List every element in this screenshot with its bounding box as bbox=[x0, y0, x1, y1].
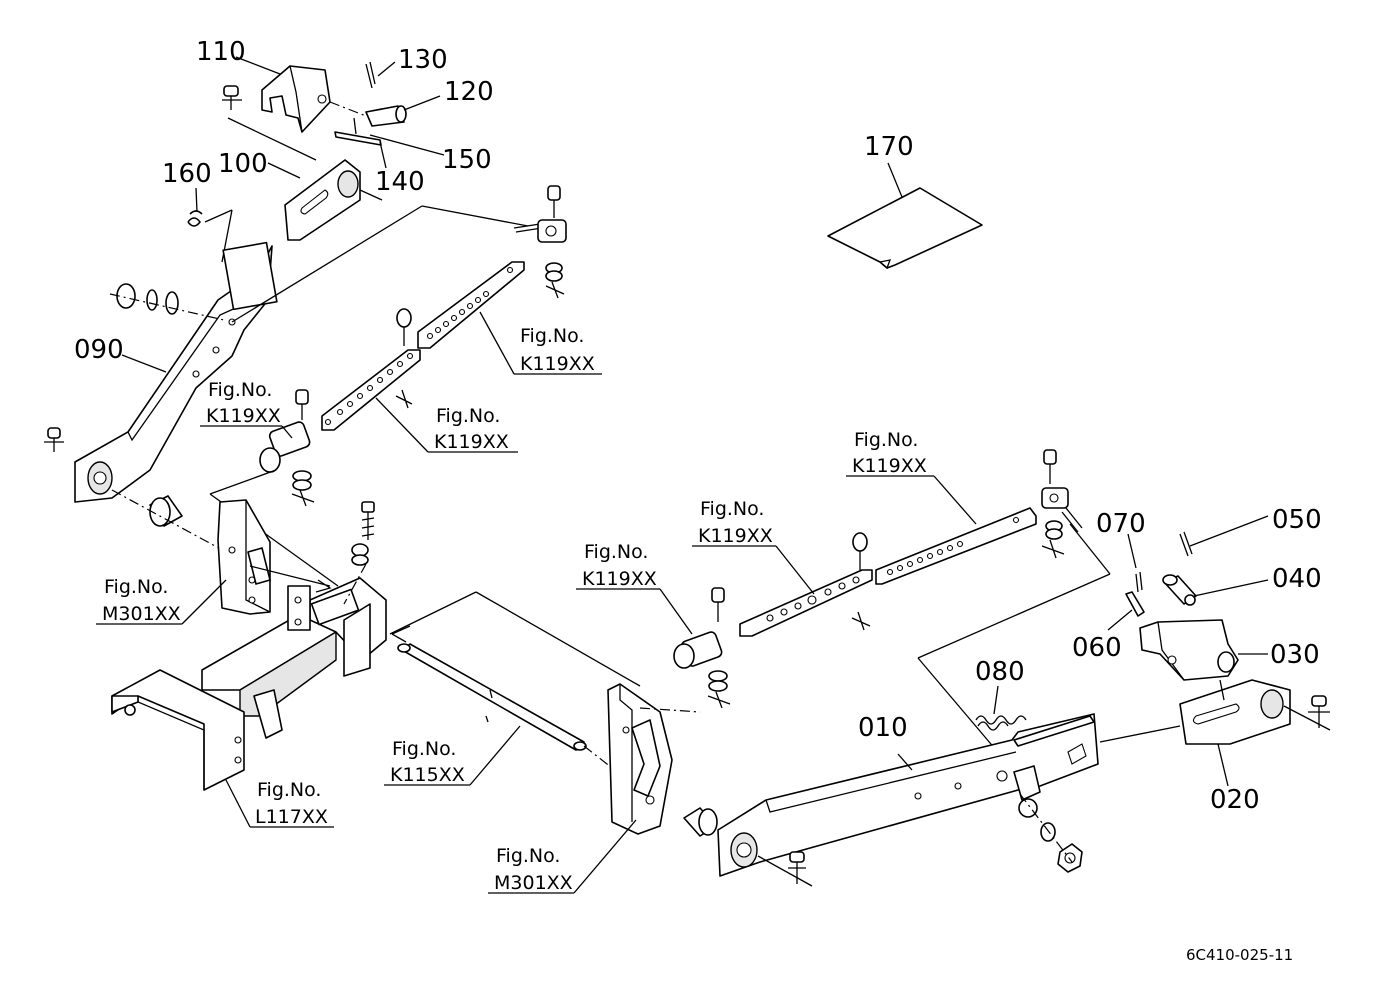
svg-text:Fig.No.: Fig.No. bbox=[104, 576, 168, 598]
frame-bracket-left bbox=[217, 499, 271, 615]
label-070: 070 bbox=[1096, 509, 1146, 539]
label-040: 040 bbox=[1272, 564, 1322, 594]
label-150: 150 bbox=[442, 145, 492, 175]
label-030: 030 bbox=[1270, 640, 1320, 670]
figref-k115: Fig.No. K115XX bbox=[384, 725, 521, 786]
figref-m301-b: Fig.No. M301XX bbox=[488, 819, 637, 894]
svg-text:K119XX: K119XX bbox=[852, 455, 927, 477]
part-120-pin bbox=[329, 95, 441, 127]
part-140-150-pins bbox=[334, 117, 445, 169]
svg-text:M301XX: M301XX bbox=[494, 872, 573, 894]
svg-text:K119XX: K119XX bbox=[698, 525, 773, 547]
hitch-pin-bottom bbox=[757, 851, 813, 887]
hitch-pin-left bbox=[44, 427, 64, 452]
part-090-lift-arm bbox=[74, 241, 278, 503]
part-100-link-block bbox=[267, 159, 383, 241]
part-080-spring bbox=[975, 685, 1027, 731]
label-060: 060 bbox=[1072, 633, 1122, 663]
label-160: 160 bbox=[162, 159, 212, 189]
collar-right bbox=[683, 807, 718, 837]
figref-k119-d: Fig.No. K119XX bbox=[846, 429, 977, 525]
label-110: 110 bbox=[196, 37, 246, 67]
label-170: 170 bbox=[864, 132, 914, 162]
svg-text:Fig.No.: Fig.No. bbox=[520, 325, 584, 347]
svg-text:K119XX: K119XX bbox=[520, 353, 595, 375]
hitch-pin-right bbox=[1283, 695, 1331, 731]
label-010: 010 bbox=[858, 713, 908, 743]
part-060-070-pins bbox=[1107, 533, 1145, 631]
figref-m301-a: Fig.No. M301XX bbox=[96, 576, 227, 625]
part-020-link-block bbox=[1179, 679, 1291, 787]
label-130: 130 bbox=[398, 45, 448, 75]
frame-bracket-right bbox=[607, 683, 701, 835]
label-020: 020 bbox=[1210, 785, 1260, 815]
svg-text:L117XX: L117XX bbox=[255, 806, 328, 828]
figref-l117: Fig.No. L117XX bbox=[225, 779, 334, 828]
svg-text:Fig.No.: Fig.No. bbox=[700, 498, 764, 520]
bar-holes-right bbox=[886, 516, 1020, 576]
label-120: 120 bbox=[444, 77, 494, 107]
turnbuckle-upper bbox=[209, 185, 567, 587]
part-050-cotter-pin bbox=[1179, 515, 1269, 557]
bar-holes-upper bbox=[426, 266, 514, 340]
bar-holes-mid bbox=[766, 576, 860, 622]
turnbuckle-lower bbox=[673, 449, 1111, 751]
svg-text:K119XX: K119XX bbox=[434, 431, 509, 453]
svg-text:Fig.No.: Fig.No. bbox=[208, 379, 272, 401]
figref-k119-b: Fig.No. K119XX bbox=[200, 379, 293, 439]
nut-washer-set-right bbox=[1018, 793, 1083, 873]
label-050: 050 bbox=[1272, 505, 1322, 535]
part-130-cotter-pin bbox=[365, 61, 396, 89]
figref-k119-e: Fig.No. K119XX bbox=[692, 498, 815, 595]
part-010-lift-arm bbox=[717, 713, 1181, 877]
part-170-sheet bbox=[827, 162, 983, 270]
svg-text:Fig.No.: Fig.No. bbox=[584, 541, 648, 563]
svg-text:Fig.No.: Fig.No. bbox=[257, 779, 321, 801]
collar-left bbox=[111, 489, 251, 566]
svg-text:Fig.No.: Fig.No. bbox=[496, 845, 560, 867]
svg-text:K119XX: K119XX bbox=[582, 568, 657, 590]
part-040-pin bbox=[1162, 574, 1269, 606]
svg-text:Fig.No.: Fig.No. bbox=[392, 738, 456, 760]
svg-text:M301XX: M301XX bbox=[102, 603, 181, 625]
figref-k119-c: Fig.No. K119XX bbox=[375, 397, 518, 453]
svg-text:K115XX: K115XX bbox=[390, 764, 465, 786]
drawing-code: 6C410-025-11 bbox=[1186, 946, 1293, 964]
label-080: 080 bbox=[975, 657, 1025, 687]
svg-text:Fig.No.: Fig.No. bbox=[436, 405, 500, 427]
part-110-bracket bbox=[235, 56, 331, 133]
bar-holes-lower bbox=[324, 352, 414, 426]
figref-k119-f: Fig.No. K119XX bbox=[576, 541, 693, 635]
hitch-pin-top bbox=[222, 85, 317, 161]
label-140: 140 bbox=[375, 167, 425, 197]
cross-shaft bbox=[389, 591, 641, 783]
svg-text:K119XX: K119XX bbox=[206, 405, 281, 427]
svg-text:Fig.No.: Fig.No. bbox=[854, 429, 918, 451]
part-030-bracket bbox=[1139, 619, 1268, 701]
frame-u-bracket bbox=[111, 669, 283, 791]
figref-k119-a: Fig.No. K119XX bbox=[479, 311, 602, 375]
label-100: 100 bbox=[218, 149, 268, 179]
nut-washer-set-left bbox=[109, 283, 225, 321]
label-090: 090 bbox=[74, 335, 124, 365]
